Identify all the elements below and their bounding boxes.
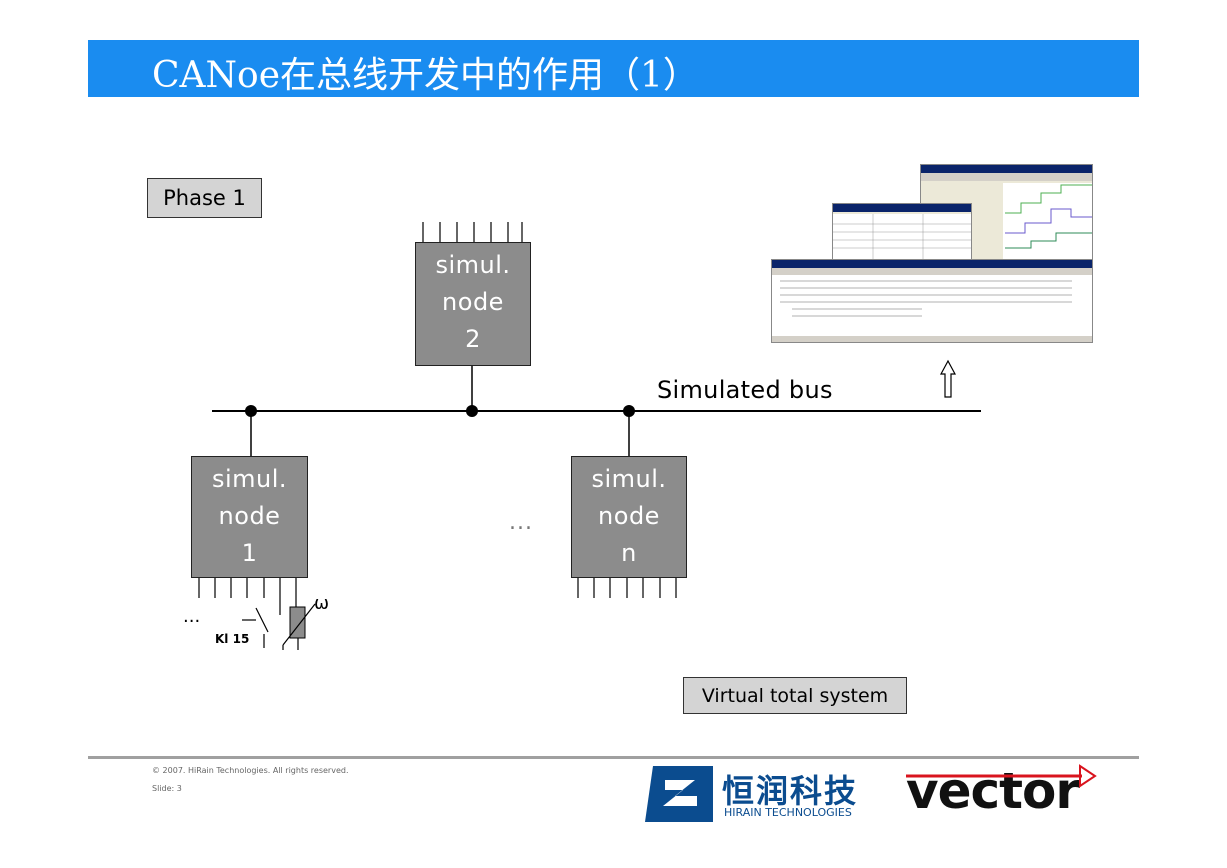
node1-junction: [245, 405, 257, 417]
noden-pins: [577, 578, 677, 598]
hirain-logo-chinese: 恒润科技: [722, 772, 859, 810]
sensor-symbol: [282, 603, 316, 650]
node1-pins: [198, 578, 297, 615]
simul-node-2: simul. node 2: [415, 242, 531, 366]
up-arrow-icon: [939, 359, 957, 398]
node-label-line3: 1: [241, 539, 258, 567]
slide-number: Slide: 3: [152, 784, 182, 793]
simul-node-n: simul. node n: [571, 456, 687, 578]
sensor-label: ω: [314, 593, 330, 614]
statistics-graph-icon: [921, 173, 1092, 273]
node-label-line2: node: [218, 502, 281, 530]
more-nodes-ellipsis: ...: [509, 510, 533, 535]
vector-logo-text: vector: [906, 762, 1080, 820]
hirain-logo-english: HIRAIN TECHNOLOGIES: [724, 806, 852, 819]
bus-label: Simulated bus: [657, 376, 833, 404]
page-title: CANoe在总线开发中的作用（1）: [152, 55, 699, 96]
footer-divider: [88, 756, 1139, 759]
virtual-system-label: Virtual total system: [701, 684, 889, 707]
node2-junction: [466, 405, 478, 417]
data-window: [832, 203, 972, 261]
node-label-line2: node: [598, 502, 660, 530]
more-pins-ellipsis: ...: [183, 606, 201, 627]
trace-window: [771, 259, 1093, 343]
node-label-line1: simul.: [211, 465, 288, 493]
hirain-logo-icon: [645, 766, 713, 822]
node-label-line1: simul.: [435, 251, 511, 279]
switch-label: Kl 15: [215, 632, 250, 646]
virtual-system-box: Virtual total system: [683, 677, 907, 714]
phase-label: Phase 1: [163, 186, 246, 210]
noden-junction: [623, 405, 635, 417]
node-label-line2: node: [442, 288, 504, 316]
title-bar: CANoe在总线开发中的作用（1）: [88, 40, 1139, 97]
node-label-line3: n: [621, 539, 637, 567]
simul-node-1: simul. node 1: [191, 456, 308, 578]
vector-logo-arrow-icon: [906, 764, 1097, 788]
node-label-line3: 2: [465, 325, 481, 353]
phase-label-box: Phase 1: [147, 178, 262, 218]
node2-pins: [422, 222, 523, 242]
node-label-line1: simul.: [591, 465, 667, 493]
kl15-switch: [242, 607, 269, 648]
copyright-text: © 2007. HiRain Technologies. All rights …: [152, 766, 349, 775]
